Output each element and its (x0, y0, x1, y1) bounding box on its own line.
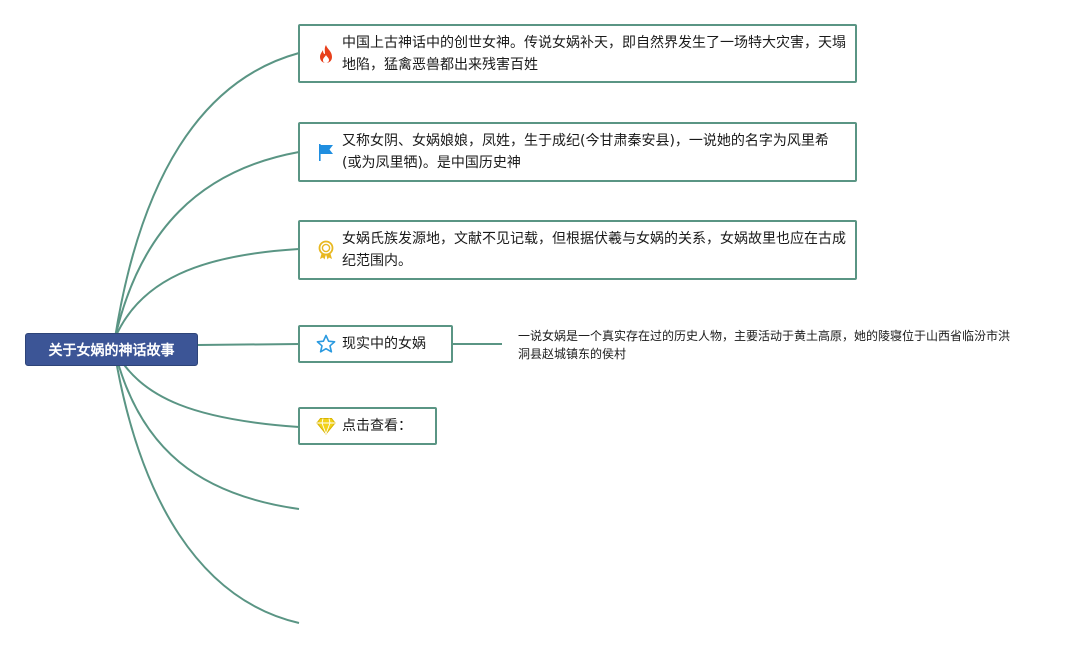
connector-branch-3 (114, 248, 300, 339)
connector-branch-2 (114, 151, 300, 339)
diamond-icon (316, 416, 336, 436)
connector-branch-1 (114, 52, 300, 339)
branch-origin-text: 女娲氏族发源地，文献不见记载，但根据伏羲与女娲的关系，女娲故里也应在古成纪范围内… (342, 231, 846, 269)
connector-branch-7 (114, 354, 300, 624)
branch-reality[interactable]: 现实中的女娲 (298, 325, 453, 363)
connector-branch-6 (114, 351, 300, 510)
branch-view-more[interactable]: 点击查看： (298, 407, 437, 445)
connector-branch-5 (114, 349, 300, 428)
branch-alias-text: 又称女阴、女娲娘娘，凤姓，生于成纪(今甘肃秦安县)，一说她的名字为风里希(或为凤… (342, 133, 829, 171)
connector-branch-4 (197, 343, 300, 346)
root-topic[interactable]: 关于女娲的神话故事 (25, 333, 198, 366)
flag-icon (316, 142, 336, 162)
branch-origin[interactable]: 女娲氏族发源地，文献不见记载，但根据伏羲与女娲的关系，女娲故里也应在古成纪范围内… (298, 220, 857, 280)
branch-creation-goddess-text: 中国上古神话中的创世女神。传说女娲补天，即自然界发生了一场特大灾害，天塌地陷，猛… (342, 34, 846, 73)
branch-alias[interactable]: 又称女阴、女娲娘娘，凤姓，生于成纪(今甘肃秦安县)，一说她的名字为风里希(或为凤… (298, 122, 857, 182)
root-topic-label: 关于女娲的神话故事 (48, 342, 175, 359)
reality-detail-text[interactable]: 一说女娲是一个真实存在过的历史人物，主要活动于黄土高原，她的陵寝位于山西省临汾市… (518, 329, 1011, 361)
branch-reality-text: 现实中的女娲 (342, 336, 426, 352)
branch-view-more-text: 点击查看： (342, 418, 412, 434)
star-icon (316, 334, 336, 354)
fire-icon (316, 44, 336, 64)
branch-creation-goddess[interactable]: 中国上古神话中的创世女神。传说女娲补天，即自然界发生了一场特大灾害，天塌地陷，猛… (298, 24, 857, 83)
medal-icon (316, 240, 336, 260)
